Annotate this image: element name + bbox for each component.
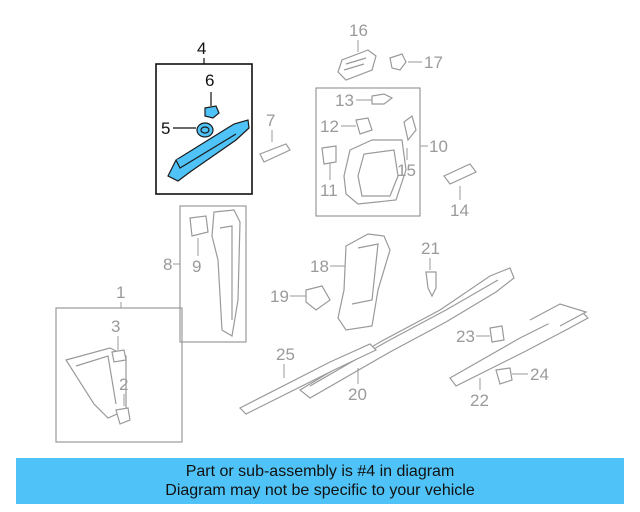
parts-diagram: 4 6 5 16 17 10 13 12 11 15 7 14 8 9 <box>55 21 589 443</box>
callout-5: 5 <box>161 119 170 138</box>
callout-6: 6 <box>205 71 214 90</box>
banner-line-1: Part or sub-assembly is #4 in diagram <box>185 463 455 480</box>
part-17-clip <box>389 53 407 71</box>
part-2-clip <box>115 407 131 425</box>
callout-box-10 <box>315 87 421 217</box>
part-3-clip <box>111 349 127 363</box>
callout-21: 21 <box>421 239 440 258</box>
part-24-clip <box>495 367 513 385</box>
part-20-sill-plate <box>298 267 515 399</box>
part-7-cover <box>259 143 291 163</box>
part-11-clip <box>321 145 337 165</box>
callout-19: 19 <box>270 287 289 306</box>
callout-8: 8 <box>163 255 172 274</box>
callout-box-1 <box>55 307 183 443</box>
callout-9: 9 <box>192 257 201 276</box>
callout-box-8 <box>179 205 247 343</box>
callout-1: 1 <box>116 283 125 302</box>
part-6-clip <box>204 105 220 119</box>
part-25-weatherstrip <box>238 343 378 415</box>
banner-line-2: Diagram may not be specific to your vehi… <box>165 482 475 499</box>
callout-4: 4 <box>197 39 206 58</box>
part-9-clip <box>189 215 209 237</box>
part-16-bracket <box>337 49 377 81</box>
part-19-clip <box>305 285 331 311</box>
part-22-bracket <box>449 309 589 387</box>
callout-3: 3 <box>111 317 120 336</box>
callout-11: 11 <box>320 181 338 200</box>
info-banner: Part or sub-assembly is #4 in diagram Di… <box>16 458 624 504</box>
callout-7: 7 <box>266 111 275 130</box>
callout-12: 12 <box>320 117 339 136</box>
part-23-bolt <box>489 325 505 343</box>
callout-24: 24 <box>530 365 549 384</box>
part-13-screw <box>371 93 394 105</box>
callout-15: 15 <box>397 161 416 180</box>
part-12-clip <box>355 117 373 135</box>
callout-16: 16 <box>349 21 368 40</box>
callout-13: 13 <box>335 91 354 110</box>
callout-22: 22 <box>470 391 489 410</box>
part-21-clip <box>425 271 437 298</box>
part-14-cover <box>443 163 477 185</box>
callout-17: 17 <box>424 53 443 72</box>
callout-2: 2 <box>119 375 128 394</box>
callout-25: 25 <box>276 345 295 364</box>
callout-23: 23 <box>456 327 475 346</box>
callout-10: 10 <box>429 137 448 156</box>
callout-14: 14 <box>450 201 469 220</box>
callout-18: 18 <box>310 257 329 276</box>
callout-20: 20 <box>348 385 367 404</box>
